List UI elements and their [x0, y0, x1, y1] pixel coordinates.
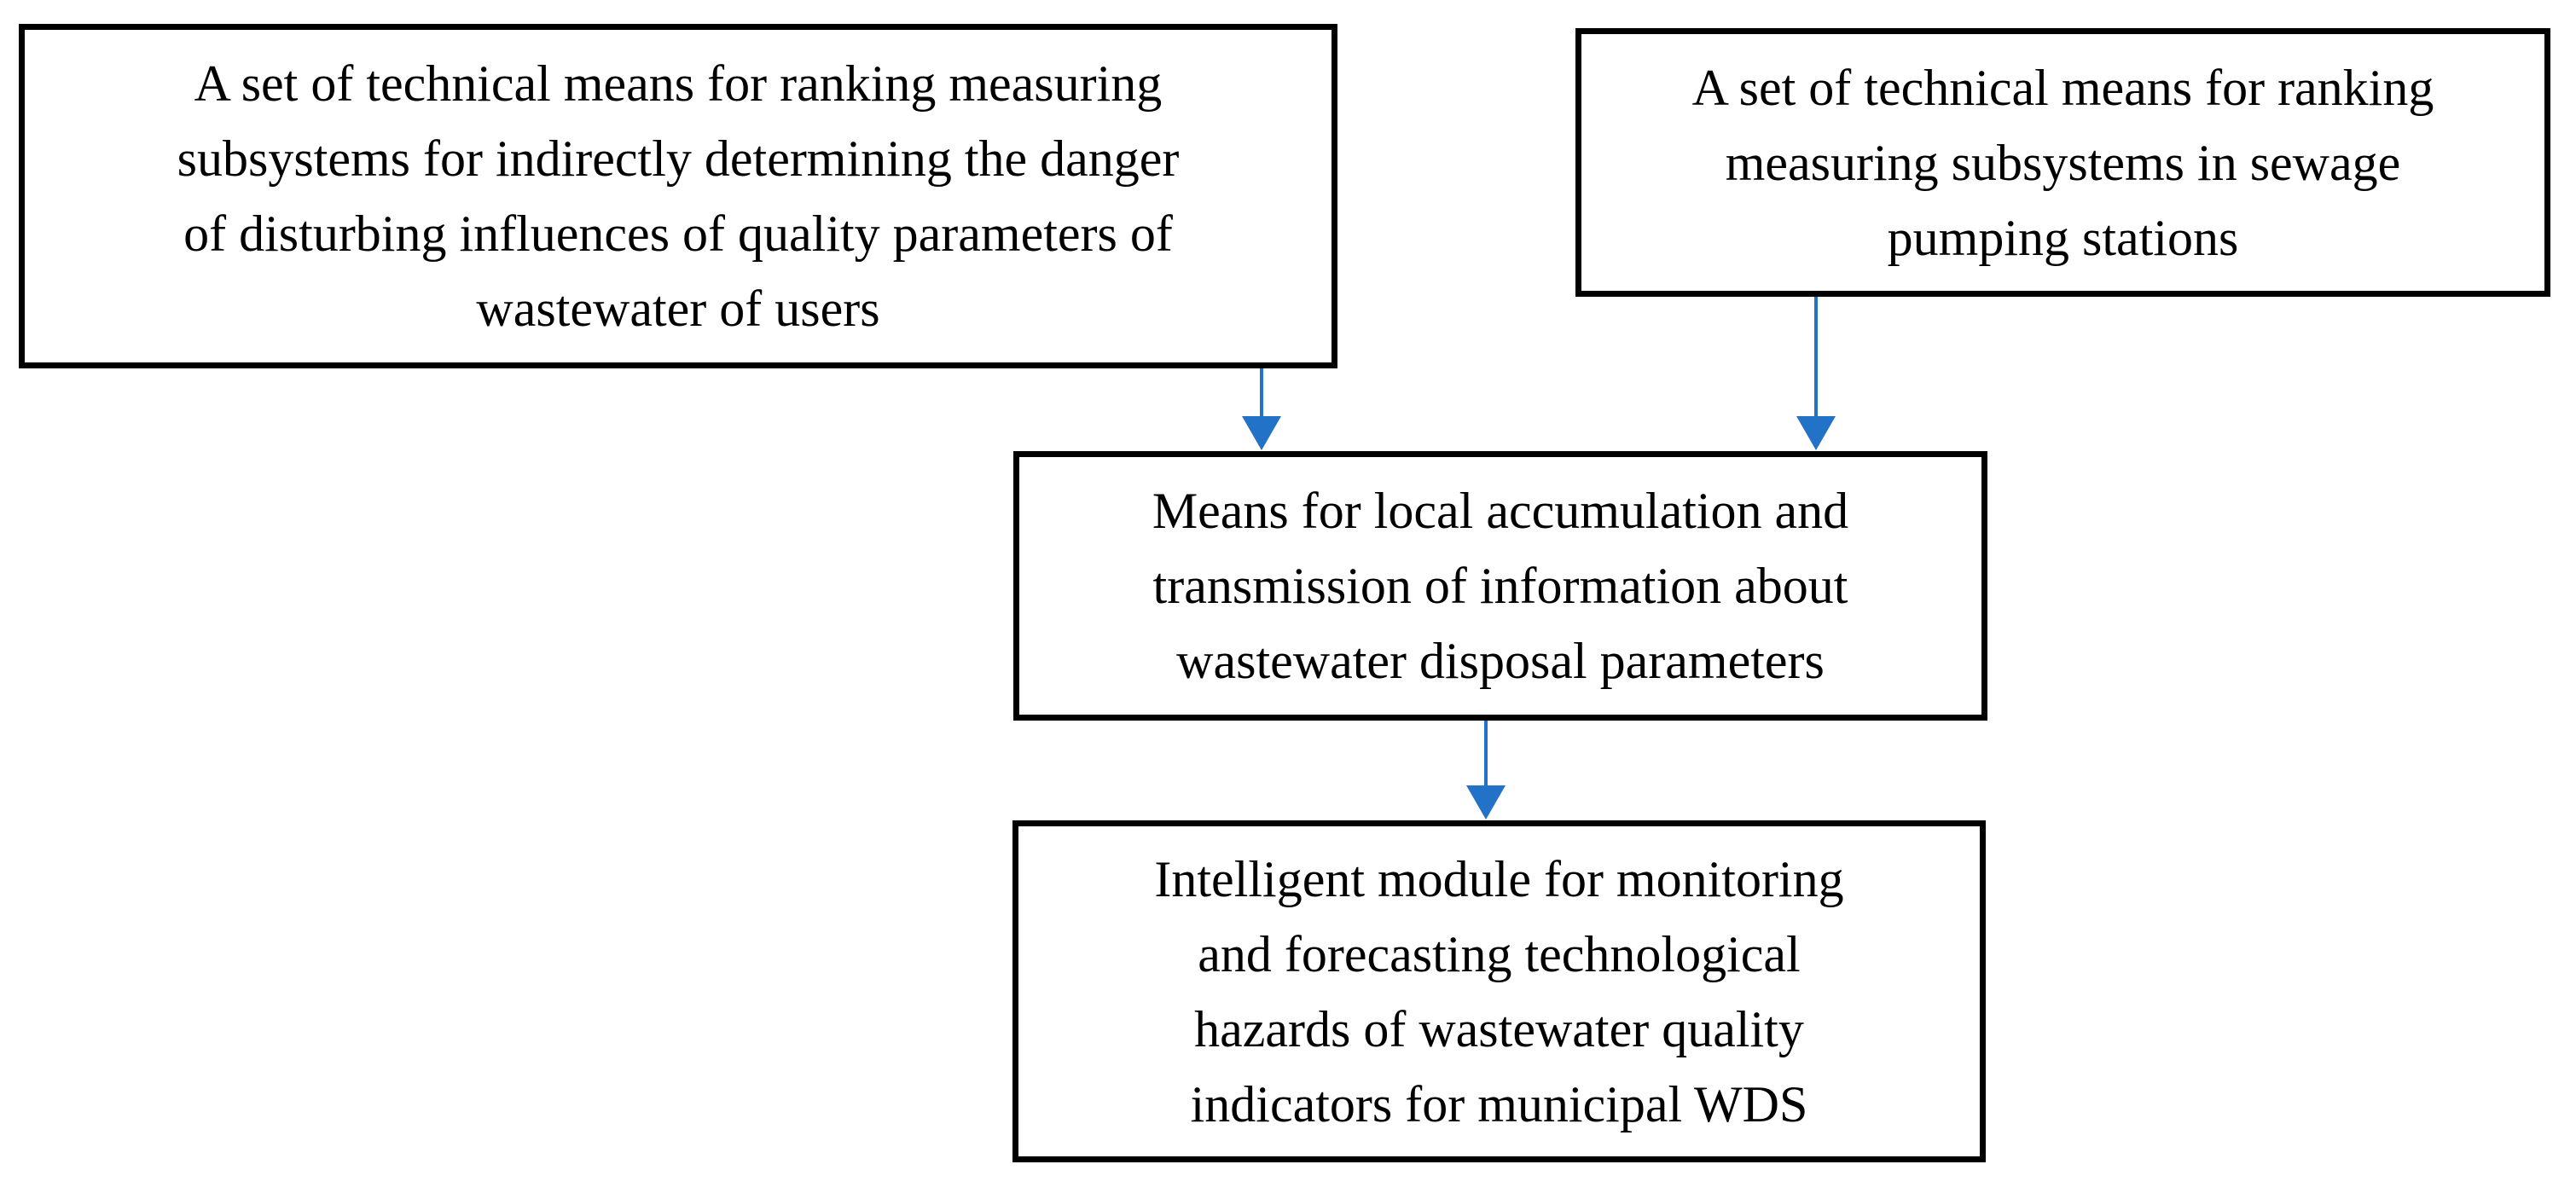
box-text-line: wastewater disposal parameters: [1176, 633, 1825, 689]
arrow-down-icon: [1466, 721, 1506, 820]
arrow-shaft: [1260, 368, 1263, 416]
box-text-line: indicators for municipal WDS: [1190, 1075, 1808, 1132]
arrow-down-icon: [1242, 368, 1281, 450]
arrowhead-icon: [1796, 416, 1836, 450]
box-local-accumulation-transmission: Means for local accumulation and transmi…: [1013, 451, 1987, 721]
box-text-line: of disturbing influences of quality para…: [183, 206, 1173, 262]
box-text-line: transmission of information about: [1152, 558, 1848, 614]
box-text-line: subsystems for indirectly determining th…: [177, 130, 1180, 187]
arrow-shaft: [1484, 721, 1488, 785]
box-text-line: Means for local accumulation and: [1152, 483, 1849, 539]
box-text-line: A set of technical means for ranking: [1691, 59, 2434, 116]
box-text-line: pumping stations: [1887, 209, 2239, 266]
box-text-line: and forecasting technological: [1198, 925, 1801, 982]
box-text-line: hazards of wastewater quality: [1194, 1000, 1804, 1057]
arrowhead-icon: [1242, 416, 1281, 450]
box-users-wastewater-ranking: A set of technical means for ranking mea…: [19, 24, 1337, 368]
arrow-shaft: [1814, 297, 1818, 416]
box-text-line: wastewater of users: [476, 281, 880, 337]
arrow-down-icon: [1796, 297, 1836, 450]
box-sewage-pumping-stations: A set of technical means for ranking mea…: [1575, 28, 2550, 297]
arrowhead-icon: [1466, 785, 1506, 820]
box-intelligent-monitoring-module: Intelligent module for monitoring and fo…: [1012, 820, 1986, 1162]
box-text-line: A set of technical means for ranking mea…: [194, 55, 1163, 112]
box-text-line: Intelligent module for monitoring: [1154, 850, 1844, 907]
box-text-line: measuring subsystems in sewage: [1725, 134, 2401, 191]
